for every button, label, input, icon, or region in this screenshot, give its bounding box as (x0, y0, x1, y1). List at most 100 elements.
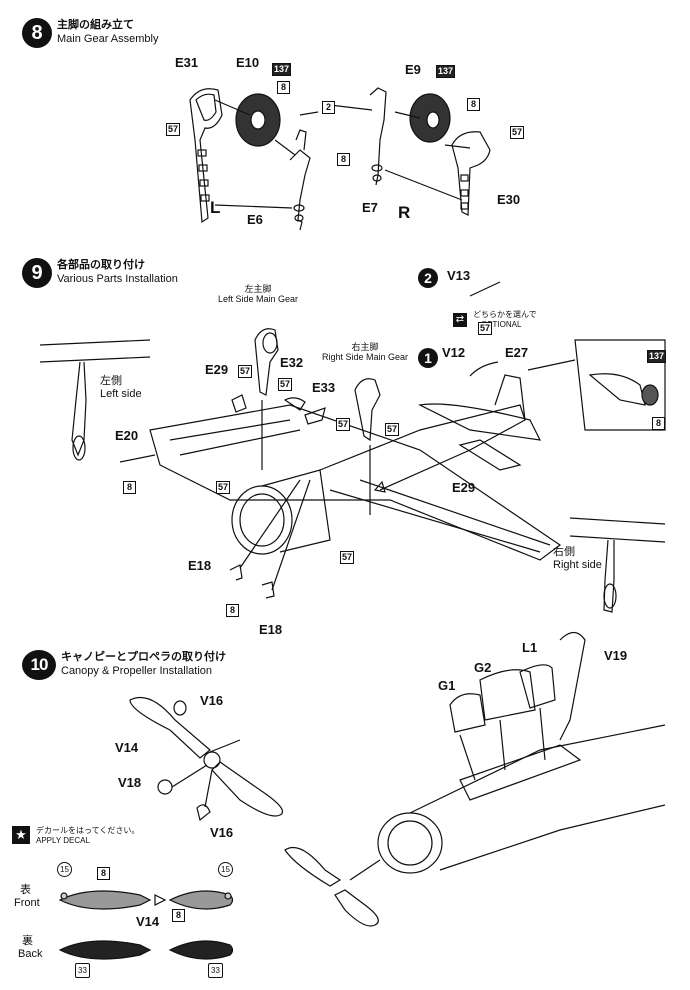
label-e10: E10 (236, 55, 260, 70)
back-caption: 裏 Back (18, 935, 42, 961)
e32-part (283, 397, 306, 411)
decal-prop-back-left (58, 940, 152, 960)
paint-code-2: 2 (322, 101, 335, 114)
left-main-gear-en: Left Side Main Gear (218, 294, 299, 304)
paint-code-57-4: 57 (385, 423, 400, 436)
sequence-2: 2 (418, 268, 438, 288)
front-en: Front (14, 897, 40, 909)
label-e29: E29 (205, 362, 229, 377)
decal-15-left: 15 (57, 862, 72, 877)
label-e29b: E29 (452, 480, 476, 495)
optional-jp: どちらかを選んで (473, 310, 537, 319)
sequence-1: 1 (418, 348, 438, 368)
propeller-blade-lower (211, 761, 284, 817)
gear-door-e31 (189, 88, 223, 224)
decal-33-left: 33 (75, 963, 90, 978)
antenna-v19 (559, 631, 586, 741)
left-side-jp: 左側 (100, 375, 122, 387)
paint-code-137: 137 (272, 63, 292, 76)
paint-code-8-3: 8 (652, 417, 665, 430)
canopy-g2 (479, 669, 536, 721)
paint-code-8-back: 8 (172, 909, 185, 922)
optional-caption: どちらかを選んで OPTIONAL (473, 310, 537, 330)
paint-code-57: 57 (166, 123, 181, 136)
left-main-gear-part (254, 328, 279, 396)
paint-code-137-s9: 137 (647, 350, 667, 363)
label-v12: V12 (442, 345, 466, 360)
label-v14b: V14 (136, 914, 160, 929)
label-e18b: E18 (259, 622, 283, 637)
step-10-title-en: Canopy & Propeller Installation (61, 665, 213, 677)
label-e30: E30 (497, 192, 521, 207)
paint-code-8c: 8 (467, 98, 480, 111)
decal-33-right: 33 (208, 963, 223, 978)
decal-15-right: 15 (218, 862, 233, 877)
paint-code-8-front: 8 (97, 867, 110, 880)
step-10-header: 10 キャノピーとプロペラの取り付け Canopy & Propeller In… (22, 650, 226, 680)
label-e18a: E18 (188, 558, 212, 573)
paint-code-8b: 8 (337, 153, 350, 166)
paint-code-8: 8 (277, 81, 290, 94)
decal-jp: デカールをはってください。 (36, 826, 140, 835)
step-9-title-en: Various Parts Installation (57, 273, 178, 285)
right-side-jp: 右側 (553, 546, 575, 558)
e18-clip-a (229, 564, 243, 581)
label-e6: E6 (247, 212, 263, 227)
back-jp: 裏 (22, 935, 33, 947)
label-g2: G2 (474, 660, 492, 675)
front-caption: 表 Front (14, 884, 40, 910)
left-main-gear-jp: 左主脚 (244, 284, 272, 294)
paint-code-57-7: 57 (478, 322, 493, 335)
decal-prop-front-left (58, 890, 152, 910)
label-e20: E20 (115, 428, 139, 443)
paint-code-57-5: 57 (216, 481, 231, 494)
paint-code-57-3: 57 (336, 418, 351, 431)
label-e9: E9 (405, 62, 421, 77)
step-9-number: 9 (22, 258, 52, 288)
paint-code-8-2: 8 (226, 604, 239, 617)
paint-code-57-6: 57 (340, 551, 355, 564)
left-main-gear-caption: 左主脚 Left Side Main Gear (218, 284, 298, 304)
label-e31: E31 (175, 55, 199, 70)
step-8-header: 8 主脚の組み立て Main Gear Assembly (22, 18, 158, 48)
canopy-g1 (449, 693, 486, 733)
right-main-gear-en: Right Side Main Gear (322, 352, 409, 362)
step-9-header: 9 各部品の取り付け Various Parts Installation (22, 258, 178, 288)
label-e32: E32 (280, 355, 304, 370)
step-10-number: 10 (22, 650, 56, 680)
decal-prop-front-right (168, 890, 234, 910)
right-side-en: Right side (553, 559, 602, 571)
label-g1: G1 (438, 678, 456, 693)
paint-code-57b: 57 (510, 126, 525, 139)
label-v16a: V16 (200, 693, 224, 708)
step-8-title-jp: 主脚の組み立て (57, 19, 134, 31)
decal-star-icon: ★ (12, 826, 30, 844)
e29-part (231, 394, 247, 413)
decal-caption: デカールをはってください。 APPLY DECAL (36, 826, 139, 846)
decal-prop-back-right (168, 940, 234, 960)
label-v14a: V14 (115, 740, 139, 755)
detail-inset (574, 339, 666, 431)
right-main-gear-jp: 右主脚 (351, 342, 379, 352)
step-8-number: 8 (22, 18, 52, 48)
rear-fuselage (319, 404, 526, 491)
label-v16b: V16 (210, 825, 234, 840)
right-main-gear-caption: 右主脚 Right Side Main Gear (322, 342, 408, 362)
label-l1: L1 (522, 640, 538, 655)
label-left: L (210, 198, 221, 217)
e18-clip-b (261, 581, 275, 599)
label-right: R (398, 203, 411, 222)
label-v13: V13 (447, 268, 471, 283)
paint-code-57-2: 57 (278, 378, 293, 391)
front-jp: 表 (20, 884, 31, 896)
label-e27: E27 (505, 345, 529, 360)
right-main-gear-part (354, 378, 381, 442)
main-wing (149, 404, 562, 561)
right-gear-detail (603, 539, 615, 613)
optional-en: OPTIONAL (481, 320, 522, 329)
step-10-title-jp: キャノピーとプロペラの取り付け (61, 651, 226, 663)
e33-part (304, 407, 326, 425)
label-v18: V18 (118, 775, 142, 790)
